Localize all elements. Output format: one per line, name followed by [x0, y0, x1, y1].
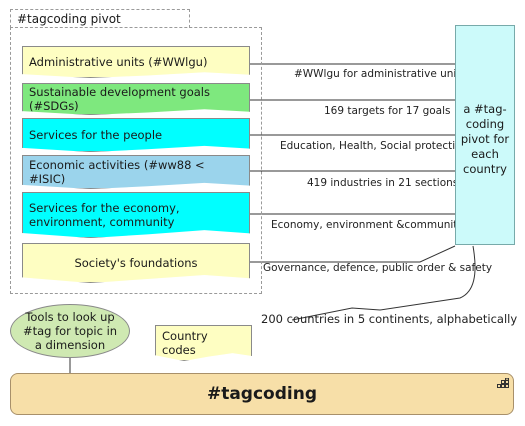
base-label: #tagcoding [206, 384, 318, 404]
pivot-label: a #tag-coding pivot for each country [460, 102, 510, 176]
structure-icon [497, 378, 509, 388]
package-frame [10, 27, 262, 294]
connector-label-services-economy: Economy, environment &community [271, 219, 464, 231]
connector-label-services-people: Education, Health, Social protection [280, 140, 469, 152]
package-title: #tagcoding pivot [10, 9, 190, 28]
dimension-label: Sustainable development goals (#SDGs) [29, 85, 210, 113]
country-codes-label: Country codes [162, 329, 208, 357]
dimension-sdgs[interactable]: Sustainable development goals (#SDGs) [22, 83, 250, 115]
country-pivot[interactable]: a #tag-coding pivot for each country [455, 35, 515, 245]
connector-society [250, 245, 456, 263]
connector-label-society: Governance, defence, public order & safe… [263, 262, 493, 274]
dimension-society-foundations[interactable]: Society's foundations [22, 243, 250, 283]
dimension-label: Services for the economy, environment, c… [29, 201, 180, 229]
countries-label: 200 countries in 5 continents, alphabeti… [261, 312, 518, 326]
dimension-label: Economic activities (#ww88 < #ISIC) [29, 158, 205, 186]
tagcoding-base[interactable]: #tagcoding [10, 373, 514, 415]
dimension-services-economy[interactable]: Services for the economy, environment, c… [22, 192, 250, 238]
tools-lookup[interactable]: Tools to look up #tag for topic in a dim… [10, 304, 130, 358]
dimension-label: Services for the people [29, 128, 163, 142]
dimension-label: Administrative units (#WWlgu) [29, 55, 208, 69]
dimension-economic-activities[interactable]: Economic activities (#ww88 < #ISIC) [22, 155, 250, 189]
dimension-admin-units[interactable]: Administrative units (#WWlgu) [22, 46, 250, 78]
connector-label-admin: #WWlgu for administrative units [294, 68, 466, 80]
dimension-label: Society's foundations [74, 256, 198, 270]
connector-label-economic: 419 industries in 21 sections [307, 177, 459, 189]
dimension-services-people[interactable]: Services for the people [22, 118, 250, 152]
connector-label-sdgs: 169 targets for 17 goals [324, 105, 451, 117]
connector-countries [291, 245, 476, 321]
tools-label: Tools to look up #tag for topic in a dim… [22, 310, 118, 352]
